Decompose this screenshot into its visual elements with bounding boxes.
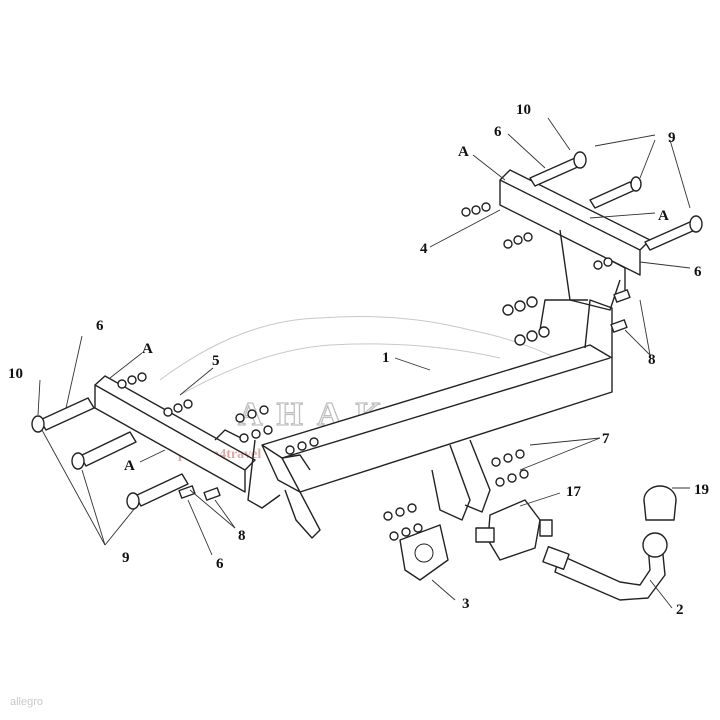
callout-9-top: 9 (668, 130, 676, 146)
callout-A-left-lower: A (124, 458, 135, 474)
callout-10-left: 10 (8, 366, 23, 382)
callout-8-right: 8 (648, 352, 656, 368)
leader-lines (37, 117, 691, 609)
callout-6-right: 6 (694, 264, 702, 280)
callout-A-top: A (458, 144, 469, 160)
callout-1: 1 (382, 350, 390, 366)
footer-watermark-tag: allegro (10, 696, 44, 708)
watermark-car-roof-line (159, 316, 561, 381)
nuts-and-washers (117, 202, 631, 541)
callout-19: 19 (694, 482, 709, 498)
callout-4: 4 (420, 241, 428, 257)
long-bolts (31, 151, 703, 510)
callout-labels: 10 6 A 9 A 4 6 8 1 7 6 A 5 10 A 8 9 6 3 … (8, 102, 709, 618)
left-bracket-part (94, 375, 256, 493)
callout-17: 17 (566, 484, 582, 500)
callout-6-left-top: 6 (96, 318, 104, 334)
callout-5: 5 (212, 353, 220, 369)
callout-10-top: 10 (516, 102, 531, 118)
bolt-6-lower-right (644, 221, 696, 251)
callout-7: 7 (602, 431, 610, 447)
socket-plate-part (399, 524, 449, 581)
callout-A-left: A (142, 341, 153, 357)
ball-cover-part (643, 485, 677, 521)
bolt-6-upper (529, 157, 581, 187)
callout-A-right: A (658, 208, 669, 224)
callout-8-left: 8 (238, 528, 246, 544)
electrical-module-part (475, 499, 553, 561)
callout-3: 3 (462, 596, 470, 612)
bolt-9-mid (589, 181, 636, 209)
watermark-car-window-line (179, 343, 501, 396)
callout-6-top: 6 (494, 124, 502, 140)
cross-beam-part (247, 299, 613, 539)
callout-6-left-bottom: 6 (216, 556, 224, 572)
towball-neck-part (542, 532, 668, 601)
callout-9-left: 9 (122, 550, 130, 566)
callout-2: 2 (676, 602, 684, 618)
